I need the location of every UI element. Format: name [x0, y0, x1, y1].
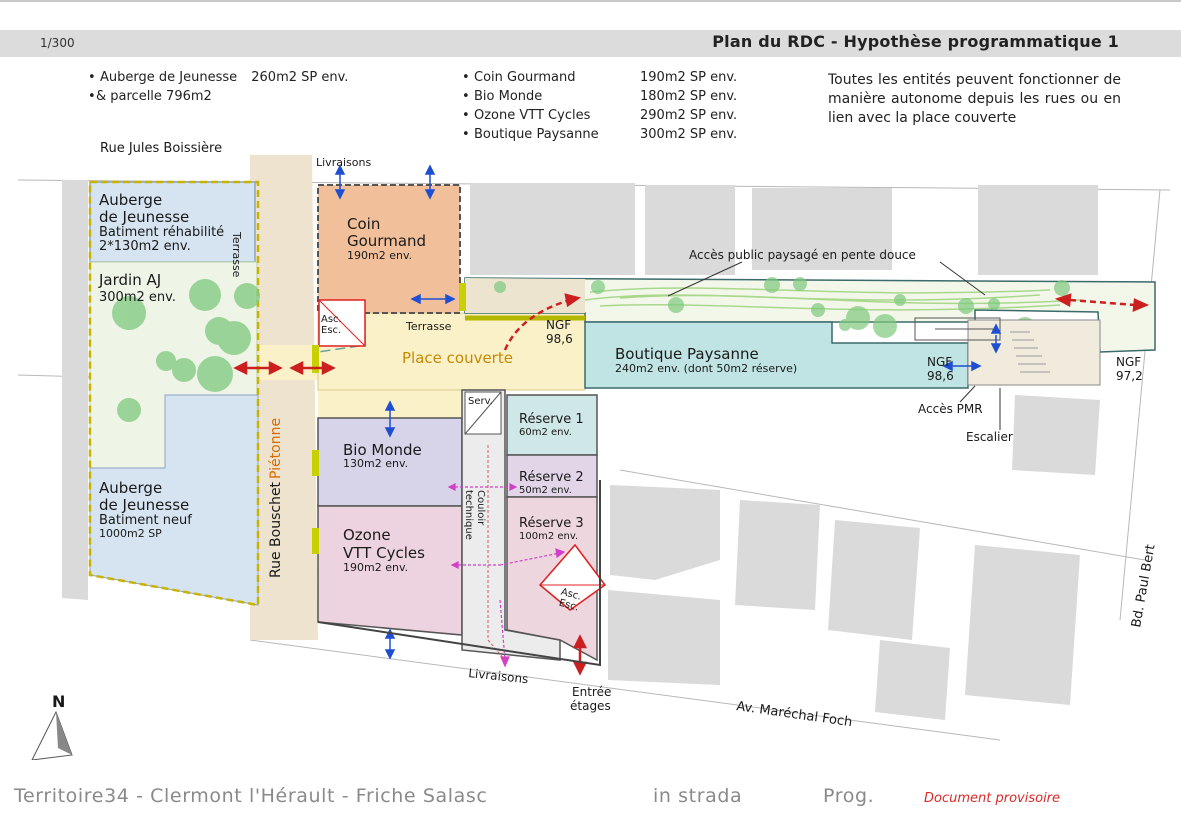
door-marks — [312, 283, 466, 554]
reserve-2-name: Réserve 2 — [519, 470, 584, 485]
lift-stair-2-label-a: Asc. — [560, 587, 583, 603]
reserve-3-area: 100m2 env. — [519, 531, 578, 542]
place-couverte-label: Place couverte — [402, 349, 513, 367]
terrasse-vertical-label: Terrasse — [230, 231, 243, 278]
jardin-area: 300m2 env. — [99, 290, 176, 305]
access-leader-2 — [939, 261, 986, 296]
stair-treads — [1010, 331, 1050, 373]
auberge-rehab-name-2: de Jeunesse — [99, 208, 189, 226]
north-label: N — [52, 692, 65, 711]
blue-arrows — [334, 164, 1002, 660]
jardin-name: Jardin AJ — [98, 271, 161, 289]
auberge-rehab-area: 2*130m2 env. — [99, 239, 191, 254]
slope-lines — [584, 287, 1081, 311]
stairs-zone — [967, 319, 1101, 386]
reserve-3-name: Réserve 3 — [519, 516, 584, 531]
entree-label-1: Entrée — [572, 685, 611, 699]
pmr-leader — [959, 385, 976, 403]
street-pietonne: Piétonne — [268, 418, 284, 479]
footer-phase: Prog. — [823, 785, 875, 807]
red-arrows — [233, 293, 1150, 676]
bio-monde-name: Bio Monde — [343, 441, 422, 459]
auberge-neuf-name-1: Auberge — [99, 479, 162, 497]
bio-monde-area: 130m2 env. — [343, 457, 408, 470]
scale-label: 1/300 — [40, 36, 75, 50]
coin-gourmand-name-1: Coin — [347, 215, 380, 233]
lift-stair-1-label-b: Esc. — [321, 325, 341, 336]
service-route — [487, 445, 506, 661]
reserve-2-area: 50m2 env. — [519, 485, 572, 496]
street-rue-bouschet: Rue Bouschet — [268, 481, 284, 578]
ozone-area: 190m2 env. — [343, 561, 408, 574]
garden-trees — [112, 279, 260, 422]
reserve-2-block — [506, 454, 598, 498]
street-jules-boissiere: Rue Jules Boissière — [100, 141, 222, 156]
boutique-name: Boutique Paysanne — [615, 345, 759, 363]
autonomy-note: Toutes les entités peuvent fonctionner d… — [828, 72, 1121, 126]
ngf-2-value: 98,6 — [927, 369, 954, 383]
programme-item: & parcelle 796m2 — [88, 87, 348, 106]
parcel-boundary — [88, 180, 260, 607]
programme-list-left: Auberge de Jeunesse 260m2 SP env. & parc… — [88, 68, 348, 106]
serv-label: Serv. — [468, 396, 493, 407]
couloir-label-2: technique — [463, 490, 474, 540]
reserve-1-area: 60m2 env. — [519, 427, 572, 438]
auberge-neuf-area: 1000m2 SP — [99, 527, 162, 540]
coin-gourmand-block — [317, 184, 461, 314]
pmr-ramp — [914, 317, 1001, 341]
couloir-label-1: Couloir — [475, 490, 486, 526]
ngf-3-label: NGF — [1116, 355, 1141, 369]
terrasse-horizontal-label: Terrasse — [405, 320, 452, 333]
top-rule — [0, 0, 1181, 2]
magenta-arrows — [447, 483, 566, 668]
ngf-1-value: 98,6 — [546, 332, 573, 346]
facade-foch — [317, 480, 601, 667]
auberge-rehab-type: Batiment réhabilité — [99, 225, 224, 240]
ozone-name-2: VTT Cycles — [343, 544, 425, 562]
footer-agency: in strada — [653, 785, 743, 807]
auberge-rehab-name-1: Auberge — [99, 191, 162, 209]
lift-stair-2-label-b: Esc. — [558, 598, 580, 614]
access-leader-1 — [667, 261, 743, 297]
title-bar — [0, 30, 1181, 57]
neighbour-buildings — [62, 180, 1100, 720]
street-av-foch: Av. Maréchal Foch — [735, 699, 853, 730]
footer-project: Territoire34 - Clermont l'Hérault - Fric… — [14, 785, 488, 807]
auberge-neuf-type: Batiment neuf — [99, 513, 192, 528]
page-title: Plan du RDC - Hypothèse programmatique 1 — [712, 32, 1119, 51]
north-arrow: N — [31, 692, 73, 760]
entree-label-2: étages — [570, 699, 611, 713]
stairs-label: Escalier — [966, 430, 1013, 444]
ozone-name-1: Ozone — [343, 526, 391, 544]
ngf-2-label: NGF — [927, 355, 952, 369]
ngf-3-value: 97,2 — [1116, 369, 1143, 383]
coin-gourmand-area: 190m2 env. — [347, 249, 412, 262]
landscaped-access-label: Accès public paysagé en pente douce — [689, 248, 916, 262]
footer-status: Document provisoire — [924, 791, 1061, 806]
reserve-1-block — [506, 394, 598, 456]
programme-item: Auberge de Jeunesse 260m2 SP env. — [88, 68, 348, 87]
ground-floor-plan: N Rue Jules Boissière Rue Bouschet Piéto… — [17, 141, 1171, 760]
rue-bouschet-strip — [250, 155, 318, 640]
boutique-area: 240m2 env. (dont 50m2 réserve) — [615, 362, 797, 375]
livraisons-bottom-label: Livraisons — [468, 666, 529, 686]
coin-gourmand-name-2: Gourmand — [347, 232, 426, 250]
footer: Territoire34 - Clermont l'Hérault - Fric… — [14, 785, 1174, 815]
auberge-neuf-name-2: de Jeunesse — [99, 496, 189, 514]
ngf-1-label: NGF — [546, 318, 571, 332]
street-bd-paul-bert: Bd. Paul Bert — [1129, 543, 1158, 628]
pmr-access-label: Accès PMR — [918, 402, 983, 416]
reserve-1-name: Réserve 1 — [519, 412, 584, 427]
livraisons-top-label: Livraisons — [316, 156, 371, 169]
lift-stair-1-label-a: Asc. — [321, 314, 342, 325]
